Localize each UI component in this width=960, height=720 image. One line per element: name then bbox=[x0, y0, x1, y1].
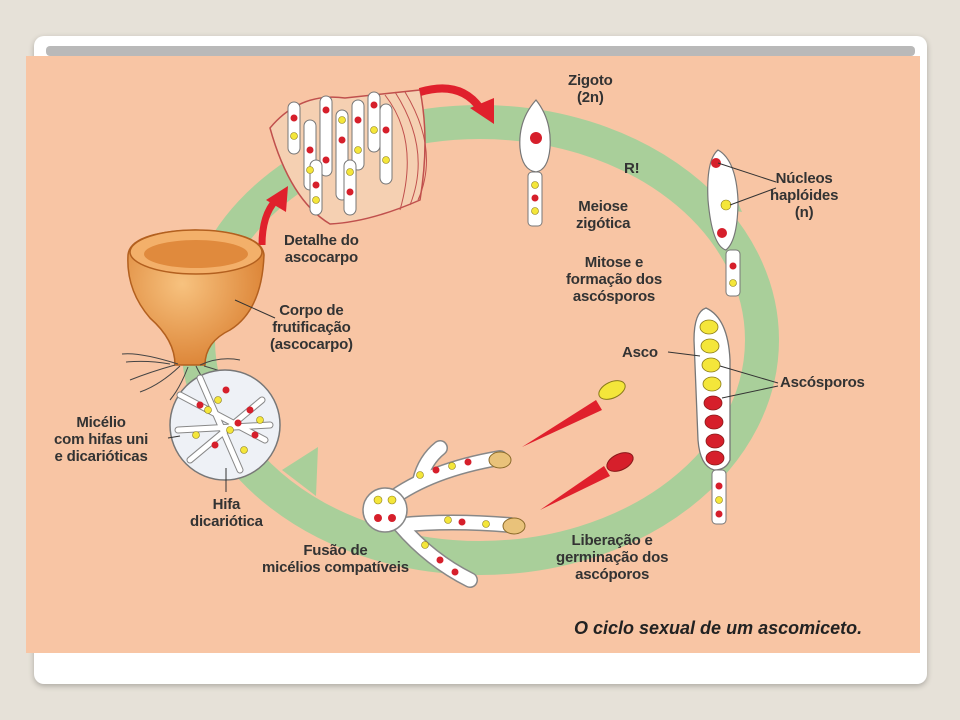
spore-ray-1 bbox=[522, 400, 602, 447]
cycle-arrowhead-left bbox=[282, 447, 318, 496]
red-arrows bbox=[258, 84, 610, 510]
mature-ascus bbox=[667, 307, 779, 525]
released-spores bbox=[598, 380, 634, 472]
label-haploid-nuclei: Núcleos haplóides (n) bbox=[770, 170, 839, 221]
label-ascus: Asco bbox=[622, 344, 658, 361]
label-ascospores: Ascósporos bbox=[780, 374, 865, 391]
figure-caption: O ciclo sexual de um ascomiceto. bbox=[574, 618, 863, 638]
label-ascocarp-detail: Detalhe do ascocarpo bbox=[284, 232, 359, 266]
mycelium-circle bbox=[167, 369, 281, 492]
haploid-ascus bbox=[707, 149, 777, 297]
slide-title-bar bbox=[46, 46, 915, 56]
label-meiosis: Meiose zigótica bbox=[576, 198, 631, 232]
arrow-to-zygote bbox=[470, 98, 494, 124]
label-dikaryotic-hypha: Hifa dicariótica bbox=[190, 496, 263, 530]
label-mycelium: Micélio com hifas uni e dicarióticas bbox=[54, 414, 149, 465]
label-release: Liberação e germinação dos ascóporos bbox=[556, 532, 669, 583]
label-zygote: Zigoto (2n) bbox=[568, 72, 613, 106]
label-mitosis: Mitose e formação dos ascósporos bbox=[566, 254, 662, 305]
label-fusion: Fusão de micélios compatíveis bbox=[262, 542, 409, 576]
ascocarp-detail bbox=[269, 89, 427, 225]
label-r: R! bbox=[624, 160, 640, 177]
zygote bbox=[519, 99, 551, 227]
label-fruiting-body: Corpo de frutificação (ascocarpo) bbox=[270, 302, 353, 353]
fusing-mycelia bbox=[362, 440, 526, 588]
ascocarp-cup bbox=[121, 229, 276, 401]
spore-ray-2 bbox=[540, 466, 610, 510]
arrow-to-detail bbox=[266, 186, 288, 212]
